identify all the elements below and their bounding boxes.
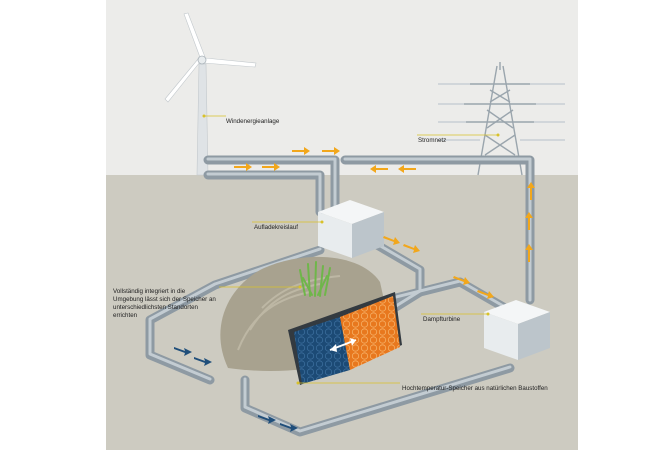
power-lines [438, 83, 565, 141]
leader-lines [204, 115, 498, 384]
leader-dots [202, 114, 500, 385]
power-pylon-icon [464, 62, 536, 176]
label-charging-circuit: Aufladekreislauf [254, 224, 299, 231]
label-power-grid: Stromnetz [418, 137, 447, 144]
label-wind-turbine: Windenergieanlage [226, 118, 280, 125]
label-integrated-note: Vollständig integriert in die Umgebung l… [113, 288, 216, 319]
grass-tuft [299, 261, 331, 297]
label-high-temp-storage: Hochtemperatur-Speicher aus natürlichen … [402, 385, 548, 392]
storage-cold-section [294, 317, 350, 384]
charging-unit-box [318, 200, 384, 258]
steam-turbine-box [484, 300, 550, 360]
high-temperature-storage [288, 292, 402, 385]
pipe-network [145, 155, 535, 437]
wind-turbine-icon [164, 12, 257, 176]
label-steam-turbine: Dampfturbine [423, 316, 461, 323]
cold-flow-arrows [174, 347, 298, 432]
warm-flow-arrows [234, 147, 535, 299]
storage-hot-section [340, 296, 400, 370]
